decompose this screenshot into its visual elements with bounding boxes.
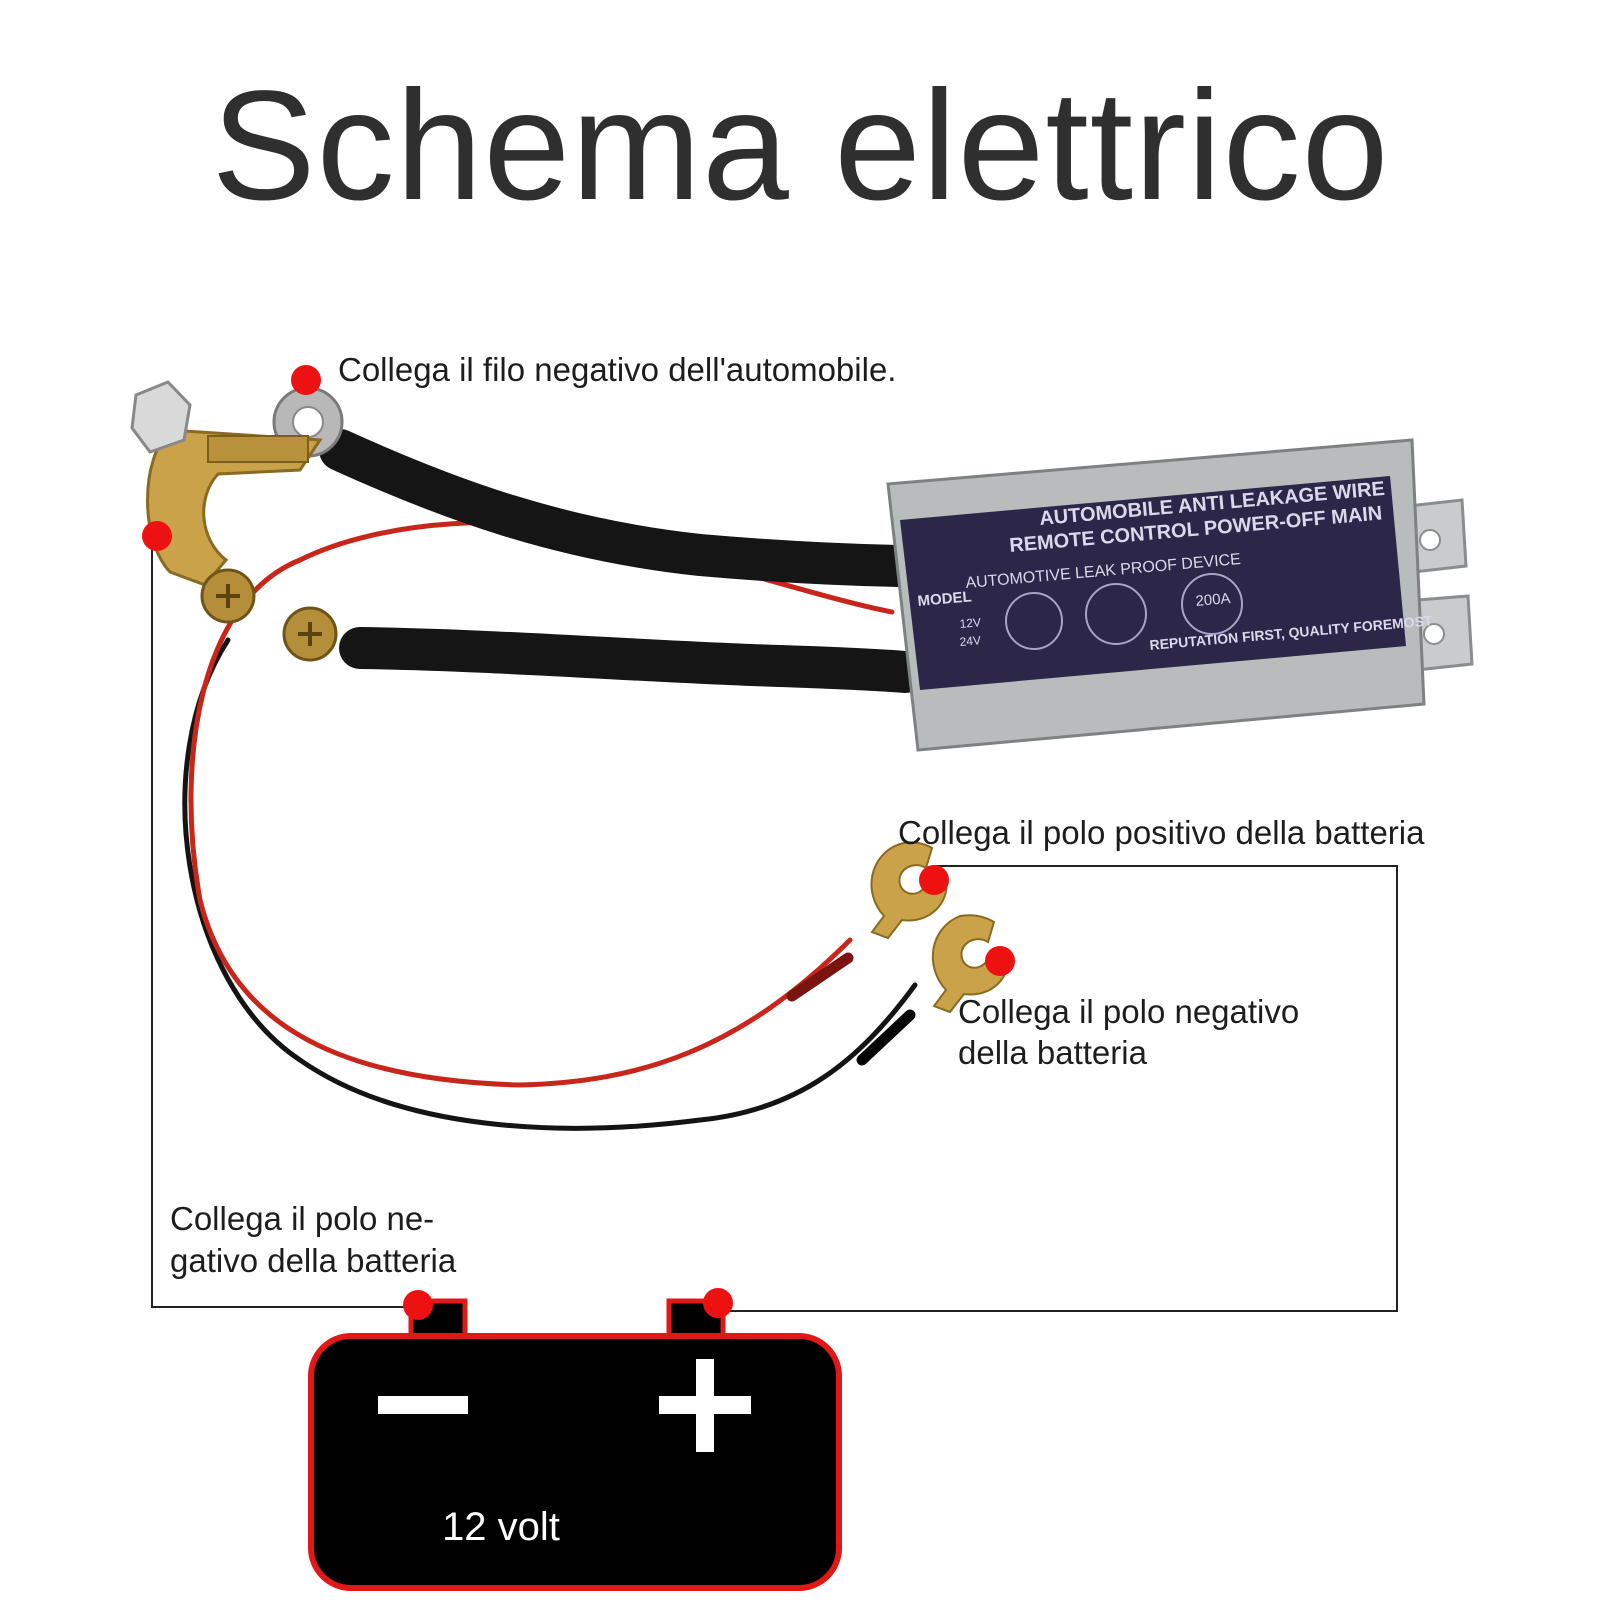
device-label-panel	[900, 476, 1406, 690]
device-label-line-7: 200A	[1195, 590, 1231, 610]
badge-circle-3	[1181, 573, 1243, 635]
device-label-line-4: MODEL	[917, 588, 972, 610]
battery-body	[308, 1333, 842, 1591]
battery: 12 volt	[308, 1298, 842, 1591]
label-car-negative-wire: Collega il filo negativo dell'automobile…	[338, 351, 897, 388]
badge-circle-1	[1005, 592, 1063, 650]
marker-positive-fork	[919, 865, 949, 895]
battery-voltage-label: 12 volt	[442, 1505, 560, 1549]
label-battery-positive: Collega il polo positivo della batteria	[898, 814, 1425, 851]
marker-clamp	[142, 521, 172, 551]
connection-lines	[151, 535, 1398, 1312]
black-thin-wire	[182, 637, 918, 1131]
device-label-line-5: 12V	[959, 615, 981, 631]
connection-markers	[142, 365, 1015, 1320]
badge-circle-2	[1085, 583, 1147, 645]
thick-cables	[319, 429, 926, 693]
black-crimp	[856, 1009, 916, 1066]
label-battery-negative-right-line1: Collega il polo negativo	[958, 993, 1300, 1030]
upper-thick-cable	[319, 429, 921, 587]
red-crimp	[786, 952, 854, 1002]
battery-clamp	[130, 380, 338, 662]
device-label-line-6: 24V	[959, 633, 981, 649]
battery-plus-sign-vertical	[696, 1359, 714, 1452]
label-battery-negative-left-line2: gativo della batteria	[170, 1242, 457, 1279]
clamp-bolt	[207, 435, 309, 463]
line-positive-ring-to-battery-positive	[718, 865, 1398, 1312]
negative-fork-terminal	[931, 914, 1010, 1014]
marker-battery-positive	[703, 1288, 733, 1318]
marker-ring-terminal	[291, 365, 321, 395]
page-title: Schema elettrico	[211, 59, 1390, 233]
label-battery-negative-left-line1: Collega il polo ne-	[170, 1200, 435, 1237]
lower-thick-cable	[339, 627, 926, 693]
leak-proof-device: AUTOMOBILE ANTI LEAKAGE WIRE REMOTE CONT…	[886, 438, 1474, 752]
marker-negative-fork	[985, 946, 1015, 976]
fork-terminals	[870, 841, 1010, 1014]
clamp-nut	[130, 380, 192, 454]
battery-minus-sign	[378, 1396, 468, 1414]
line-clamp-to-battery-negative	[151, 535, 418, 1308]
label-battery-negative-right-line2: della batteria	[958, 1034, 1147, 1071]
red-thin-wire	[188, 557, 853, 1088]
marker-battery-negative	[403, 1290, 433, 1320]
positive-fork-terminal	[870, 841, 948, 940]
